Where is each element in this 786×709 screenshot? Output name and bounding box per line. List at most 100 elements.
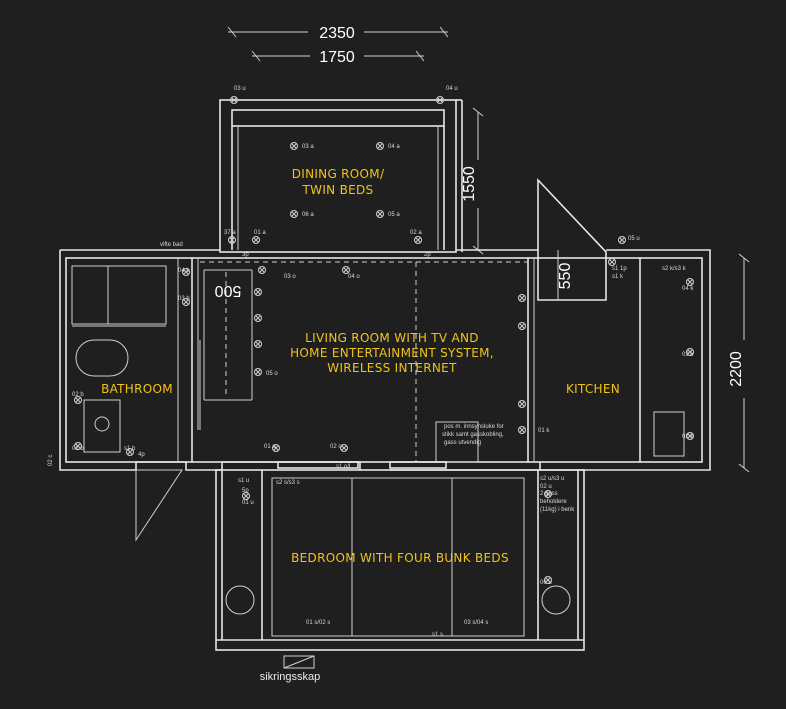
fuse-box-label: sikringsskap [260,671,321,683]
marker: 03 s/04 s [464,620,488,626]
light-fixture-cross [519,427,525,433]
marker: 02 k [682,434,694,440]
light-fixture-cross [343,267,349,273]
light-fixture-icon [254,368,262,376]
light-fixture-icon [254,340,262,348]
marker: 03 u [234,86,246,92]
marker: s1 k [612,274,624,280]
marker: 02 o [330,444,342,450]
marker: 02 c [48,455,54,466]
marker: s1 s [432,632,443,638]
note-text: pos m. innsynsluke for [444,424,504,430]
marker: s2 k/s3 k [662,266,687,272]
gas-note: (11kg) i benk [540,507,575,513]
gas-note: beholdere [540,499,567,505]
marker: 05 o [266,371,278,377]
light-fixture-cross [291,143,297,149]
light-fixture-icon [340,444,348,452]
marker: 04 u [446,86,458,92]
light-fixture-cross [687,349,693,355]
marker: 05 a [388,212,400,218]
light-fixture-icon [518,322,526,330]
light-fixture-icon [686,278,694,286]
light-fixture-icon [518,294,526,302]
light-fixture-icon [126,448,134,456]
dimension-1750: 1750 [251,46,425,66]
marker: 2p [424,252,431,258]
dim-label: 1550 [461,166,478,202]
dim-label: 550 [557,263,574,290]
light-fixture-icon [254,288,262,296]
marker: 04 b [178,268,190,274]
light-fixtures [74,96,694,584]
outer-walls [59,249,711,471]
light-fixture-icon [290,142,298,150]
bathroom-fixtures [71,258,179,462]
room-label-bathroom: BATHROOM [101,382,173,396]
marker: 04 o [348,274,360,280]
light-fixture-icon [518,400,526,408]
dim-label: 2350 [319,25,355,42]
light-fixture-icon [544,490,552,498]
kitchen-fixtures: pos m. innsynsluke for stikk samt gassko… [435,177,685,463]
light-fixture-icon [686,432,694,440]
note-text: gass utvendig [444,440,481,446]
light-fixture-icon [252,236,260,244]
marker: 37 a [224,230,236,236]
marker: 05 u [628,236,640,242]
light-fixture-cross [259,267,265,273]
light-fixture-icon [518,426,526,434]
marker: 01 b [72,446,84,452]
dim-label: 1750 [319,49,355,66]
light-fixture-icon [544,576,552,584]
light-fixture-icon [272,444,280,452]
light-fixture-cross [183,269,189,275]
room-label-kitchen: KITCHEN [566,382,620,396]
light-fixture-icon [74,396,82,404]
dimension-2350: 2350 [227,22,449,42]
light-fixture-cross [519,295,525,301]
light-fixture-cross [545,491,551,497]
light-fixture-icon [182,298,190,306]
light-fixture-cross [377,211,383,217]
light-fixture-icon [228,236,236,244]
marker: 02 u [540,484,552,490]
light-fixture-icon [686,348,694,356]
marker: 01 s/02 s [306,620,330,626]
light-fixture-icon [618,236,626,244]
entry-door [135,461,447,542]
marker: 03 k [682,352,694,358]
light-fixture-cross [75,397,81,403]
light-fixture-cross [545,577,551,583]
light-fixture-cross [619,237,625,243]
light-fixture-cross [255,289,261,295]
light-fixture-icon [376,142,384,150]
light-fixture-icon [608,258,616,266]
light-fixture-cross [243,493,249,499]
marker: 04 k [682,286,694,292]
light-fixture-cross [437,97,443,103]
light-fixture-icon [258,266,266,274]
marker: 03 b [178,296,190,302]
light-fixture-cross [415,237,421,243]
light-fixture-icon [436,96,444,104]
marker: 01 a [254,230,266,236]
dimension-500: 500 [215,282,242,299]
marker: 03 a [302,144,314,150]
light-fixture-icon [290,210,298,218]
light-fixture-cross [341,445,347,451]
light-fixture-cross [75,443,81,449]
marker: s2 u/s3 u [540,476,564,482]
marker: s1 1p [612,266,627,272]
dimension-2200: 2200 [726,253,750,473]
light-fixture-icon [254,314,262,322]
marker: 06 u [540,580,552,586]
marker: 01 o [264,444,276,450]
dining-room [219,99,463,253]
note-text: stikk samt gasskobling, [442,432,504,438]
marker: 3p [242,252,249,258]
light-fixture-icon [342,266,350,274]
marker: 06 a [302,212,314,218]
light-fixture-cross [519,323,525,329]
